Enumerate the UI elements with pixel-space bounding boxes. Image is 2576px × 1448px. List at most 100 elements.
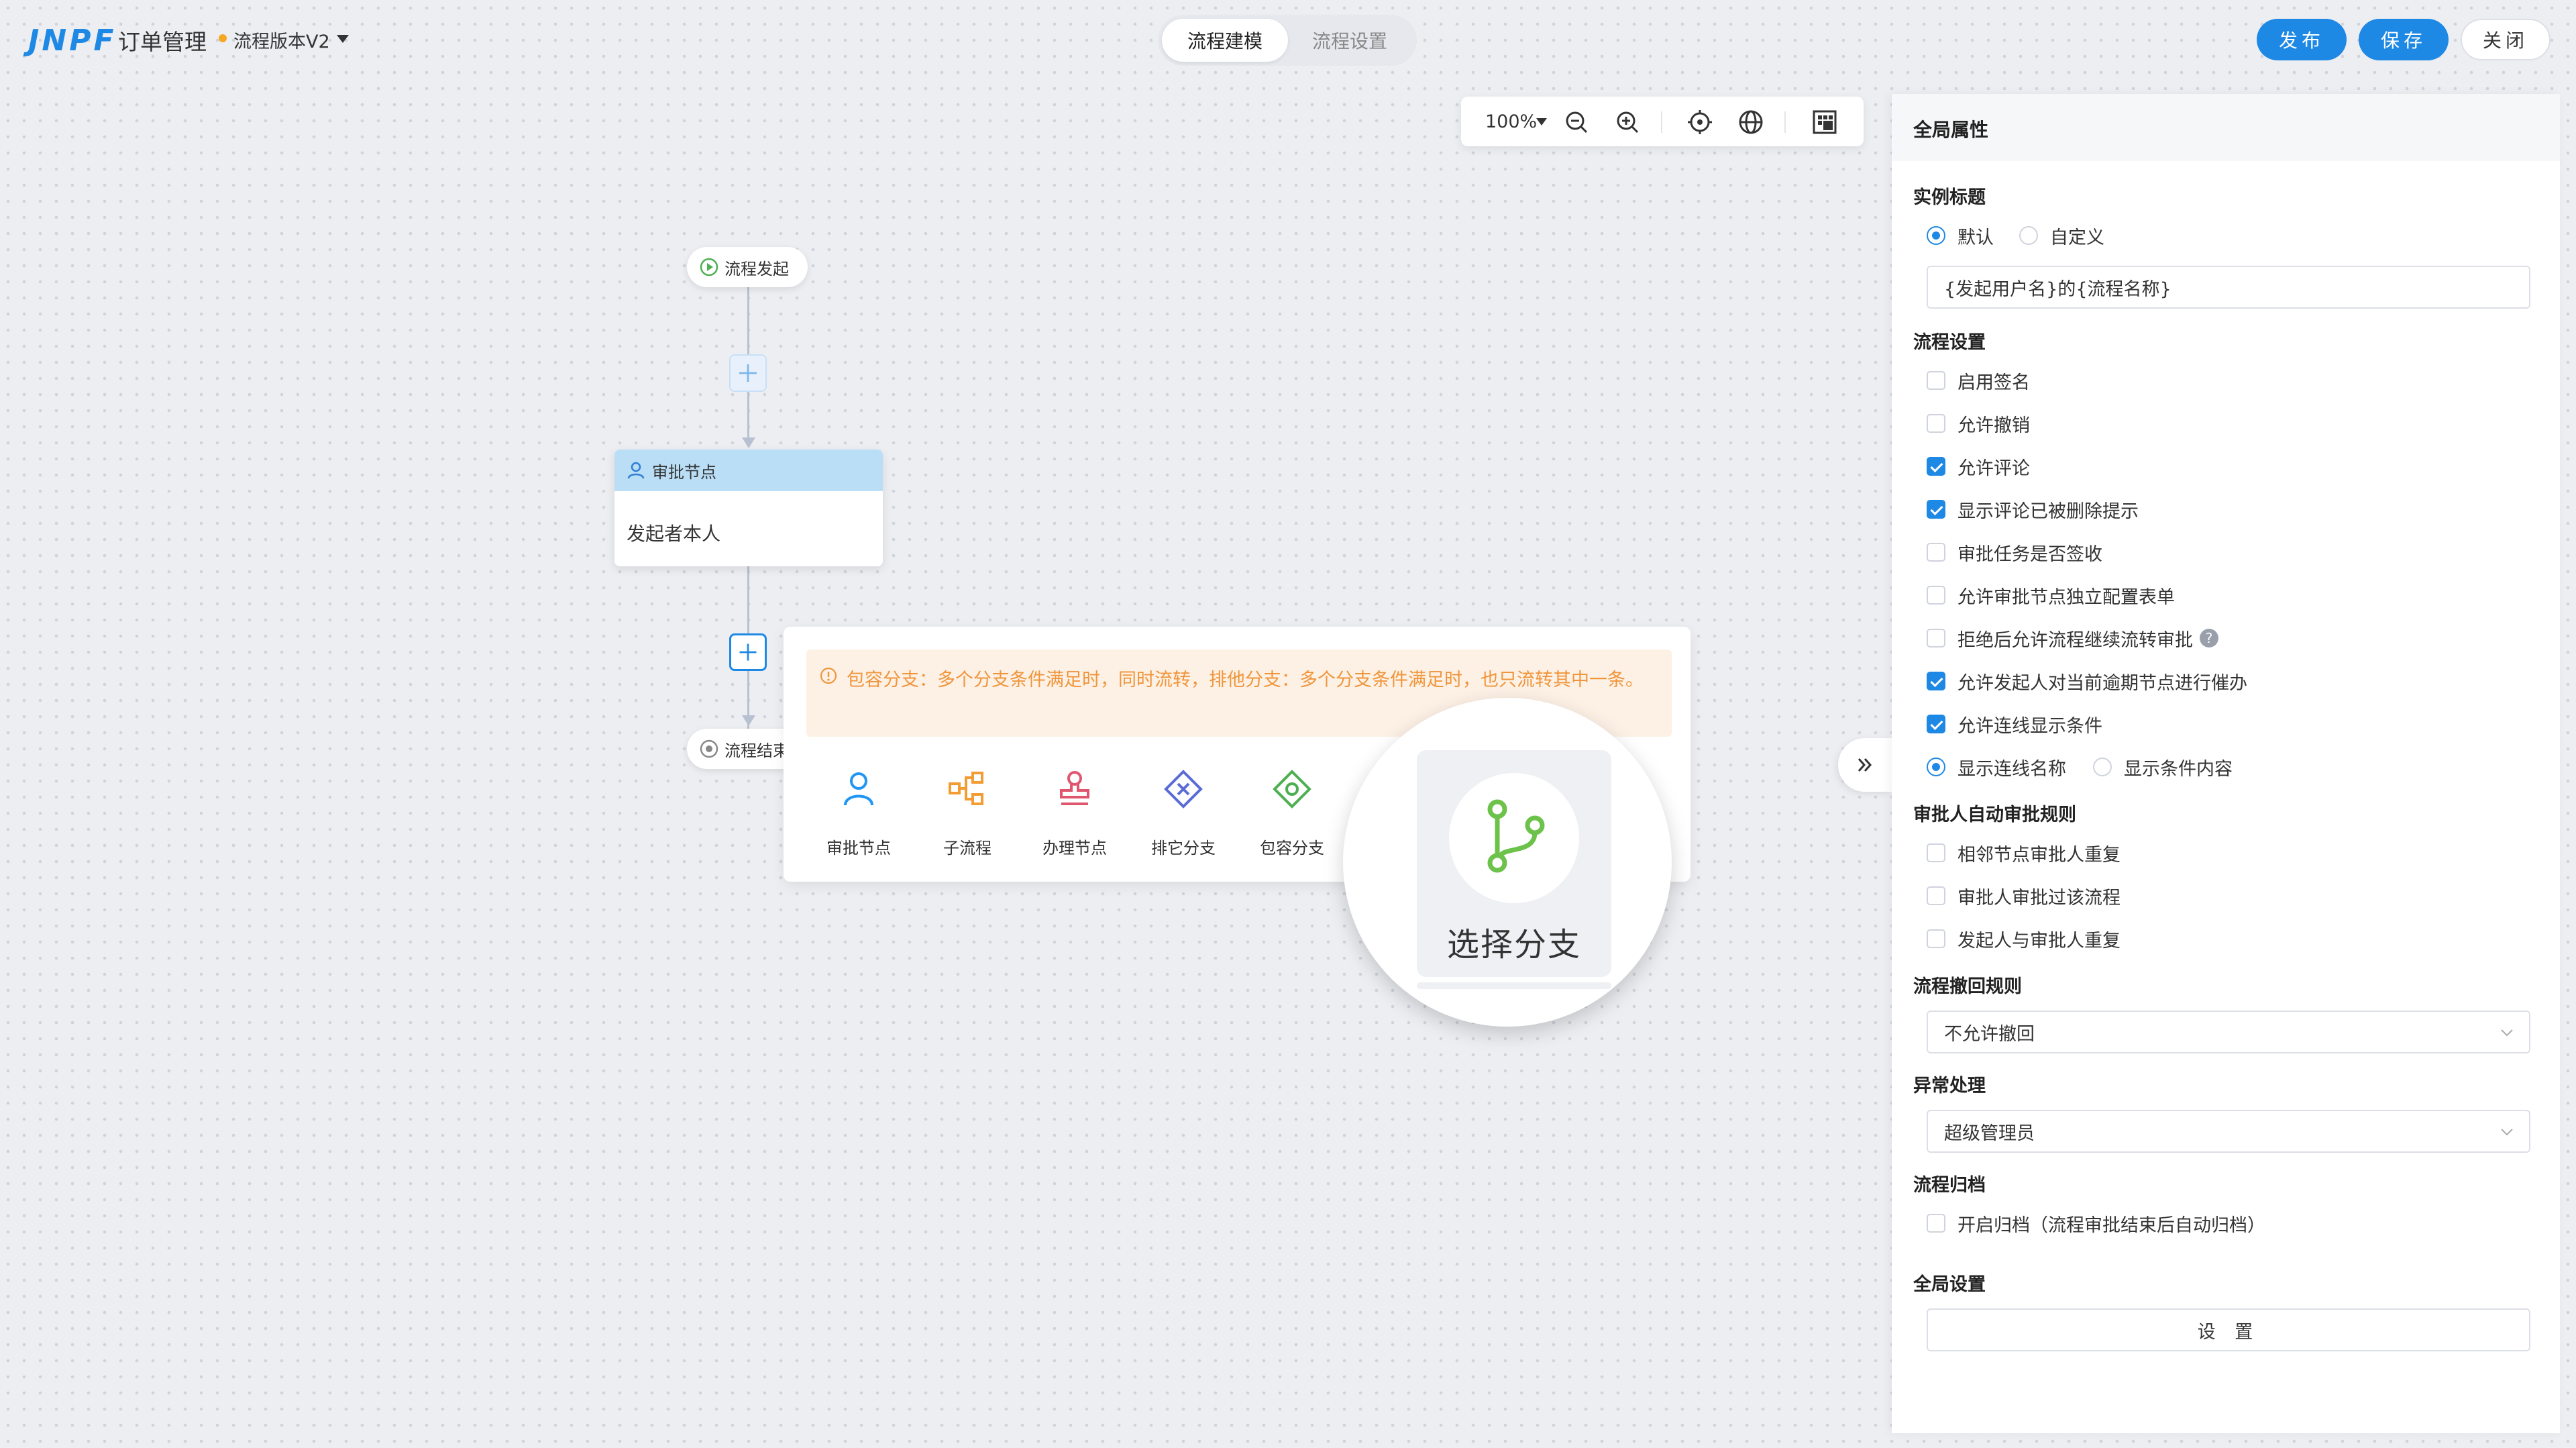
info-icon: [820, 667, 837, 684]
radio-show-condition-content[interactable]: 显示条件内容: [2093, 756, 2233, 780]
instance-title-input[interactable]: {发起用户名}的{流程名称}: [1927, 266, 2530, 309]
flow-end-label: 流程结束: [724, 741, 789, 760]
checkbox-approved-before[interactable]: 审批人审批过该流程: [1927, 884, 2121, 909]
checkbox-adjacent-duplicate[interactable]: 相邻节点审批人重复: [1927, 841, 2121, 866]
checkbox-icon[interactable]: [1927, 414, 1945, 433]
section-revoke-rule: 流程撤回规则: [1913, 976, 2022, 997]
header: JNPF 订单管理 流程版本V2 流程建模 流程设置 发布 保存 关闭: [0, 0, 2576, 81]
select-value: 不允许撤回: [1944, 1023, 2035, 1045]
revoke-rule-select[interactable]: 不允许撤回: [1927, 1011, 2530, 1053]
picker-item-select-branch[interactable]: 选择分支: [1417, 750, 1611, 977]
zoom-in-icon[interactable]: [1614, 109, 1641, 136]
checkbox-label: 启用签名: [1957, 372, 2030, 393]
logo: JNPF: [28, 20, 117, 60]
add-node-button-active[interactable]: [729, 633, 767, 671]
checkbox-urge-overdue[interactable]: 允许发起人对当前逾期节点进行催办: [1927, 670, 2247, 694]
flow-arrow: [742, 437, 755, 448]
radio-show-line-name[interactable]: 显示连线名称: [1927, 756, 2066, 780]
checkbox-allow-revoke[interactable]: 允许撤销: [1927, 412, 2030, 436]
branch-notice-text: 包容分支：多个分支条件满足时，同时流转，排他分支：多个分支条件满足时，也只流转其…: [847, 670, 1644, 690]
radio-icon[interactable]: [1927, 758, 1945, 776]
radio-default[interactable]: 默认: [1927, 224, 1994, 248]
version-selector[interactable]: 流程版本V2: [233, 32, 330, 52]
checkbox-icon[interactable]: [1927, 457, 1945, 476]
section-exception-handling: 异常处理: [1913, 1076, 1986, 1096]
zoom-out-icon[interactable]: [1563, 109, 1590, 136]
checkbox-icon[interactable]: [1927, 543, 1945, 562]
checkbox-independent-form[interactable]: 允许审批节点独立配置表单: [1927, 584, 2175, 608]
checkbox-enable-signature[interactable]: 启用签名: [1927, 369, 2030, 393]
checkbox-icon[interactable]: [1927, 843, 1945, 862]
radio-label: 默认: [1957, 227, 1994, 248]
stamp-icon: [1060, 771, 1089, 805]
app-title: 订单管理: [118, 29, 207, 55]
radio-icon[interactable]: [2019, 226, 2038, 245]
checkbox-continue-after-reject[interactable]: 拒绝后允许流程继续流转审批?: [1927, 627, 2218, 651]
minimap-icon[interactable]: [1811, 109, 1838, 136]
collapse-panel-button[interactable]: [1838, 738, 1892, 792]
checkbox-show-line-condition[interactable]: 允许连线显示条件: [1927, 713, 2102, 737]
approver-node-content: 发起者本人: [627, 523, 721, 545]
picker-item-handle[interactable]: 办理节点: [1028, 768, 1122, 862]
checkbox-label: 拒绝后允许流程继续流转审批: [1957, 629, 2193, 651]
caret-down-icon[interactable]: [337, 35, 349, 43]
plus-icon: [739, 643, 757, 661]
checkbox-icon[interactable]: [1927, 586, 1945, 605]
canvas-toolbar: 100%: [1461, 97, 1864, 146]
flow-arrow: [742, 715, 755, 726]
flow-start-node[interactable]: 流程发起: [687, 247, 808, 287]
logo-text: JNPF: [28, 23, 117, 58]
global-properties-panel: 全局属性 实例标题 默认 自定义 {发起用户名}的{流程名称} 流程设置 启用签…: [1892, 94, 2560, 1433]
locate-icon[interactable]: [1686, 109, 1713, 136]
tab-flow-settings[interactable]: 流程设置: [1311, 30, 1387, 52]
checkbox-task-sign-for[interactable]: 审批任务是否签收: [1927, 541, 2102, 565]
radio-label: 自定义: [2050, 227, 2104, 248]
zoom-caret-icon[interactable]: [1536, 118, 1547, 125]
zoom-level[interactable]: 100%: [1485, 111, 1538, 132]
section-global-settings: 全局设置: [1913, 1274, 1986, 1295]
help-icon[interactable]: ?: [2200, 629, 2218, 648]
checkbox-icon[interactable]: [1927, 672, 1945, 690]
checkbox-enable-archive[interactable]: 开启归档（流程审批结束后自动归档）: [1927, 1212, 2265, 1236]
panel-header: 全局属性: [1892, 94, 2560, 161]
checkbox-label: 允许连线显示条件: [1957, 715, 2102, 737]
picker-item-approver[interactable]: 审批节点: [812, 768, 906, 862]
tab-flow-modeling[interactable]: 流程建模: [1162, 19, 1288, 62]
checkbox-icon[interactable]: [1927, 629, 1945, 648]
checkbox-allow-comment[interactable]: 允许评论: [1927, 455, 2030, 479]
plus-icon: [739, 364, 757, 382]
checkbox-icon[interactable]: [1927, 886, 1945, 905]
checkbox-icon[interactable]: [1927, 371, 1945, 390]
checkbox-show-deleted-comment[interactable]: 显示评论已被删除提示: [1927, 498, 2139, 522]
checkbox-icon[interactable]: [1927, 929, 1945, 948]
checkbox-icon[interactable]: [1927, 1214, 1945, 1233]
add-node-button[interactable]: [729, 354, 767, 392]
chevron-down-icon: [2501, 1029, 2513, 1037]
save-button[interactable]: 保存: [2359, 19, 2449, 60]
publish-button[interactable]: 发布: [2257, 19, 2347, 60]
exception-handler-select[interactable]: 超级管理员: [1927, 1110, 2530, 1153]
approver-node-card[interactable]: 审批节点 发起者本人: [614, 450, 883, 566]
icon-circle: [1449, 773, 1579, 903]
radio-icon[interactable]: [2093, 758, 2112, 776]
radio-label: 显示连线名称: [1957, 758, 2066, 780]
picker-item-inclusive-branch[interactable]: 包容分支: [1245, 768, 1339, 862]
picker-item-subflow[interactable]: 子流程: [920, 768, 1014, 862]
toolbar-divider: [1784, 111, 1786, 133]
globe-icon[interactable]: [1737, 109, 1764, 136]
checkbox-label: 允许撤销: [1957, 415, 2030, 436]
section-instance-title: 实例标题: [1913, 187, 1986, 208]
inclusive-branch-icon: [1273, 770, 1311, 809]
checkbox-icon[interactable]: [1927, 500, 1945, 519]
picker-item-label: 审批节点: [826, 839, 891, 858]
radio-label: 显示条件内容: [2124, 758, 2233, 780]
checkbox-initiator-duplicate[interactable]: 发起人与审批人重复: [1927, 927, 2121, 951]
picker-item-exclusive-branch[interactable]: 排它分支: [1136, 768, 1230, 862]
radio-icon[interactable]: [1927, 226, 1945, 245]
section-archive: 流程归档: [1913, 1175, 1986, 1196]
checkbox-label: 相邻节点审批人重复: [1957, 844, 2121, 866]
global-settings-button[interactable]: 设 置: [1927, 1308, 2530, 1351]
checkbox-icon[interactable]: [1927, 715, 1945, 733]
radio-custom[interactable]: 自定义: [2019, 224, 2104, 248]
close-button[interactable]: 关闭: [2461, 19, 2551, 60]
